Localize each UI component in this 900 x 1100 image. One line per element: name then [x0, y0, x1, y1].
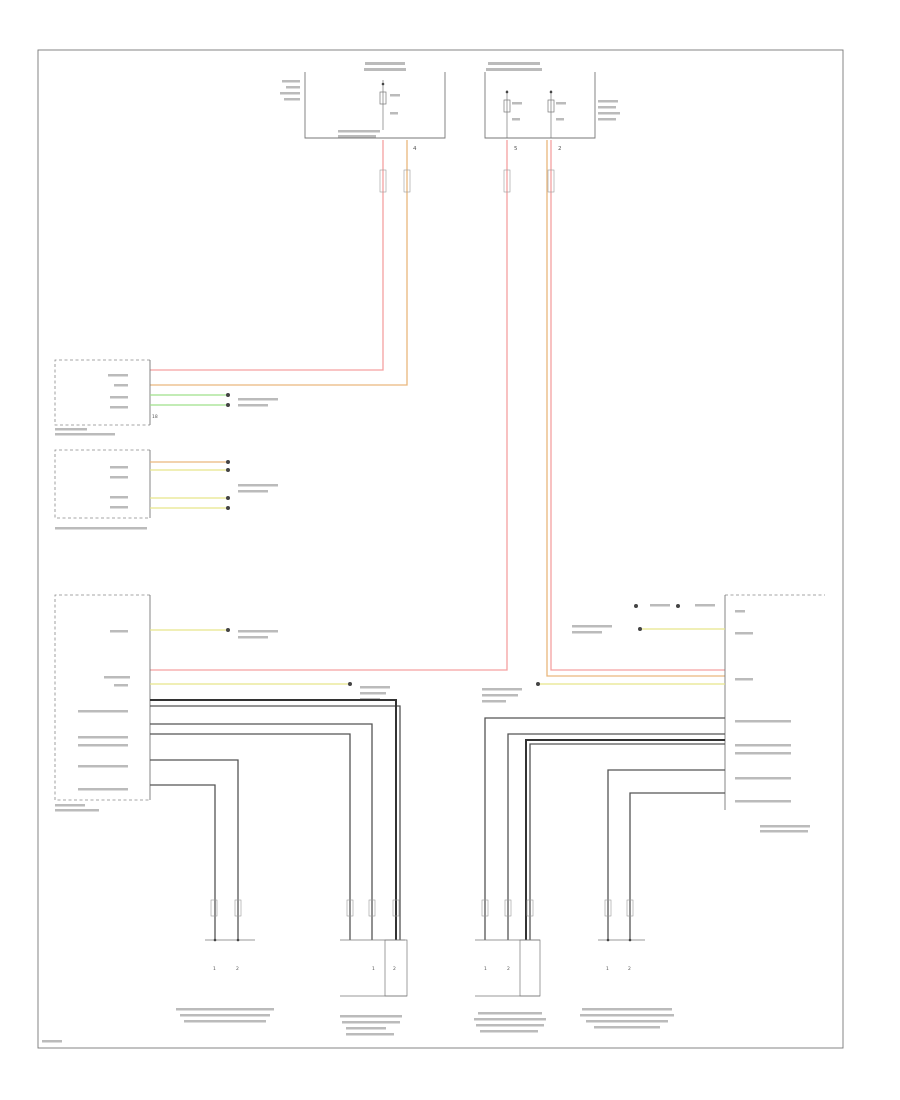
- fuse-box-left-title: [365, 62, 405, 65]
- passenger-seat-module: [482, 594, 825, 940]
- svg-text:2: 2: [507, 966, 510, 972]
- svg-text:2: 2: [236, 966, 239, 972]
- motor-right-2: 1 2: [580, 899, 674, 1029]
- svg-text:18: 18: [152, 414, 158, 420]
- svg-text:2: 2: [393, 966, 396, 972]
- diagram-footnote: [42, 1040, 62, 1043]
- fuse-box-left: 4: [280, 62, 446, 152]
- fuse-box-right: 5 2: [484, 62, 620, 152]
- svg-text:4: 4: [413, 146, 417, 152]
- feed-wires: [150, 140, 725, 677]
- svg-text:2: 2: [558, 146, 562, 152]
- svg-text:2: 2: [628, 966, 631, 972]
- svg-text:1: 1: [372, 966, 375, 972]
- motor-left-1: 1 2: [176, 899, 274, 1023]
- svg-text:5: 5: [514, 146, 518, 152]
- driver-seat-module: [54, 594, 401, 940]
- left-module-1: 18: [54, 359, 278, 436]
- diagram-frame: [37, 49, 844, 1049]
- svg-text:1: 1: [606, 966, 609, 972]
- svg-text:1: 1: [484, 966, 487, 972]
- left-module-2: [54, 449, 278, 530]
- motor-left-2: 1 2: [340, 899, 408, 1036]
- motor-right-1: 1 2: [474, 899, 546, 1033]
- svg-text:1: 1: [213, 966, 216, 972]
